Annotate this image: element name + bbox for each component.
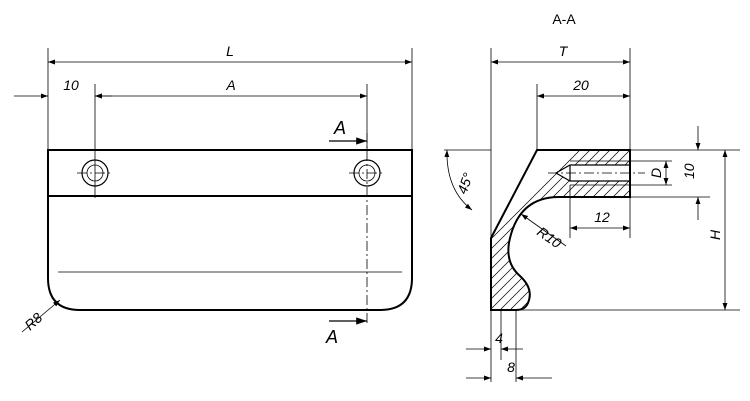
r10-leader: [520, 213, 567, 247]
section-view: A-A: [444, 11, 740, 382]
section-hatching: [491, 150, 630, 310]
dim-label-T: T: [559, 43, 569, 59]
handle-outline: [47, 149, 413, 311]
dim-label-10-section: 10: [681, 163, 697, 179]
section-mark-top: A: [333, 118, 346, 138]
section-mark-bottom: A: [325, 327, 338, 347]
section-title: A-A: [552, 11, 576, 27]
dim-label-A: A: [225, 77, 235, 93]
dim-label-D: D: [648, 168, 664, 178]
r8-leader: [21, 299, 61, 333]
front-view: L 10 A A A R8: [14, 43, 413, 347]
dim-label-8: 8: [507, 359, 515, 375]
dim-label-10: 10: [63, 77, 79, 93]
dim-label-20: 20: [572, 77, 589, 93]
dim-label-H: H: [707, 229, 723, 240]
dim-label-L: L: [226, 43, 234, 59]
profile-outline: [490, 149, 631, 311]
r10-label: R10: [534, 223, 564, 251]
dim-label-4: 4: [495, 330, 503, 346]
angle-label-45: 45°: [454, 170, 476, 196]
angle-arc-45: [444, 149, 473, 211]
dim-label-12: 12: [594, 209, 610, 225]
